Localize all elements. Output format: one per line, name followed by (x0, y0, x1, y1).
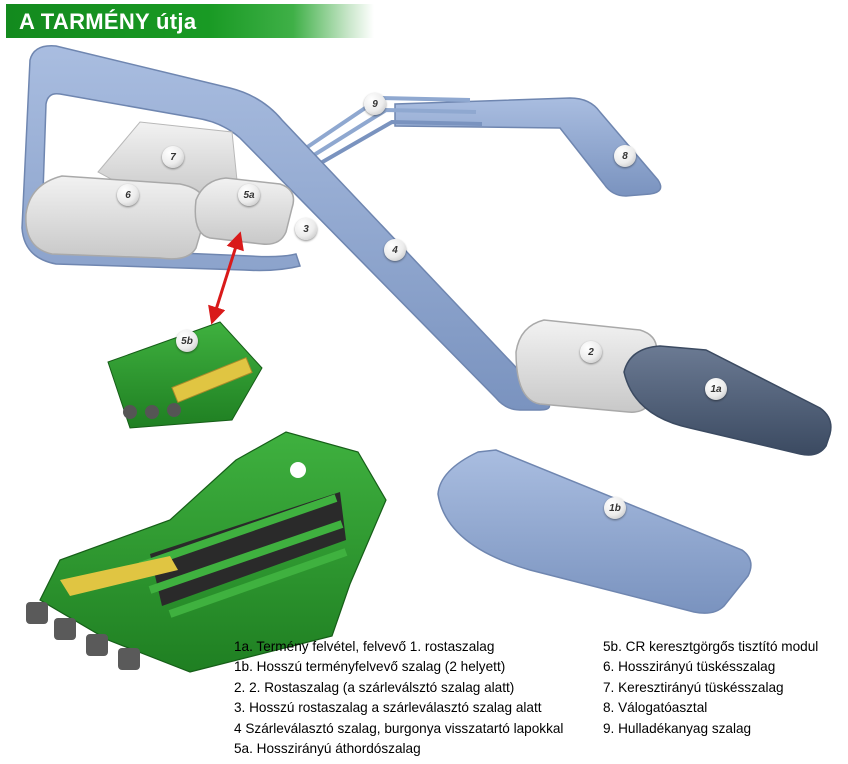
title-banner: A TARMÉNY útja (6, 4, 374, 38)
belt-1b-long-pickup-belt (437, 449, 752, 614)
callout-3: 3 (295, 218, 317, 240)
legend-item: 4 Szárleválasztó szalag, burgonya vissza… (234, 720, 564, 736)
belt-5a-longitudinal-conveyor (194, 177, 295, 245)
legend-item: 3. Hosszú rostaszalag a szárleválasztó s… (234, 700, 542, 716)
legend-item: 1b. Hosszú terményfelvevő szalag (2 hely… (234, 659, 506, 675)
legend-item: 7. Keresztirányú tüskésszalag (603, 679, 784, 695)
callout-9: 9 (364, 93, 386, 115)
legend-left: 1a. Termény felvétel, felvevő 1. rostasz… (234, 637, 563, 759)
legend-item: 6. Hosszirányú tüskésszalag (603, 659, 776, 675)
belt-6-long-spiked-belt (25, 175, 208, 260)
legend-item: 5b. CR keresztgörgős tisztító modul (603, 639, 819, 654)
legend-item: 9. Hulladékanyag szalag (603, 720, 752, 736)
module-5b-cross-roller-cleaner (107, 321, 263, 429)
belt-4-haulm-separator (21, 45, 551, 411)
legend-item: 1a. Termény felvétel, felvevő 1. rostasz… (234, 639, 495, 654)
page-title: A TARMÉNY útja (19, 9, 197, 34)
legend-right: 5b. CR keresztgörgős tisztító modul 6. H… (603, 637, 818, 739)
callout-5a: 5a (238, 184, 260, 206)
callout-7: 7 (162, 146, 184, 168)
legend-item: 8. Válogatóasztal (603, 700, 708, 716)
belt-1a-pickup-sieve (623, 345, 832, 456)
callout-2: 2 (580, 341, 602, 363)
callout-1a: 1a (705, 378, 727, 400)
callout-1b: 1b (604, 497, 626, 519)
legend-item: 5a. Hosszirányú áthordószalag (234, 740, 421, 756)
cleaning-module-large (26, 431, 387, 673)
callout-6: 6 (117, 184, 139, 206)
callout-5b: 5b (176, 330, 198, 352)
callout-8: 8 (614, 145, 636, 167)
legend-item: 2. 2. Rostaszalag (a szárleválsztó szala… (234, 679, 515, 695)
swap-arrow (208, 231, 244, 325)
callout-4: 4 (384, 239, 406, 261)
